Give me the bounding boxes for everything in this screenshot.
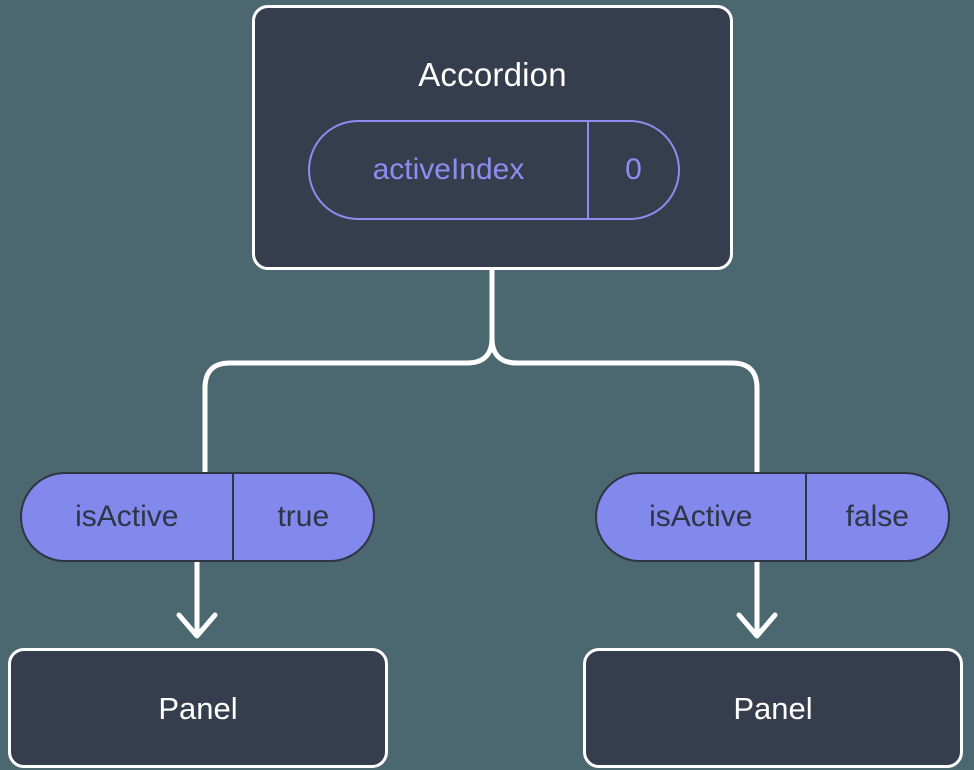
fork-connector [202,265,495,483]
branch-prop-pill-right[interactable]: isActive false [595,472,950,562]
branch-prop-pill-left[interactable]: isActive true [20,472,375,562]
accordion-state-value: 0 [586,122,678,218]
arrow-right-head-icon [736,612,778,639]
fork-connector-right [489,335,760,483]
branch-prop-key-left: isActive [75,500,179,533]
arrow-left-head-icon [176,612,218,639]
panel-node-left-title: Panel [158,691,238,726]
accordion-node-title: Accordion [418,56,567,93]
accordion-state-key: activeIndex [372,153,525,186]
panel-node-left[interactable]: Panel [8,648,388,768]
panel-node-right-title: Panel [733,691,813,726]
branch-prop-value-right: false [804,474,948,560]
accordion-state-pill[interactable]: activeIndex 0 [308,120,680,220]
branch-prop-value-left: true [231,474,373,560]
branch-prop-key-right: isActive [649,500,753,533]
panel-node-right[interactable]: Panel [583,648,963,768]
